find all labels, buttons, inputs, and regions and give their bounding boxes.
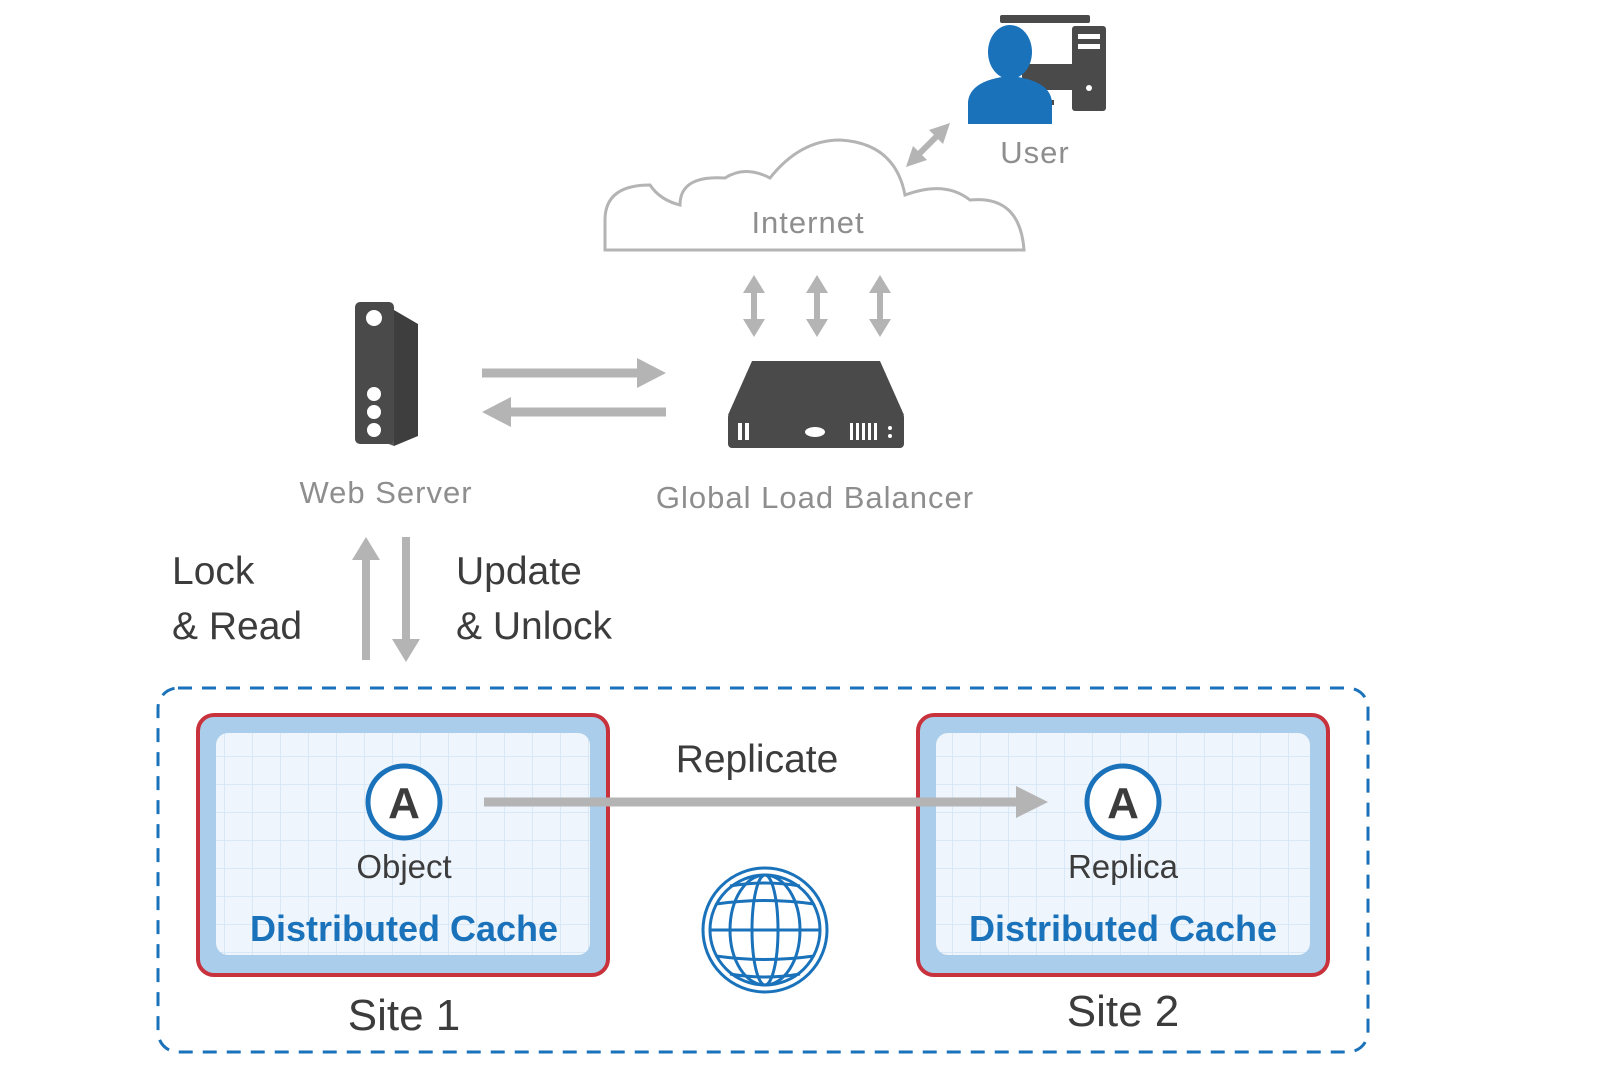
site1-object-badge-letter: A xyxy=(388,779,420,828)
load-balancer-icon xyxy=(728,361,904,448)
replicate-arrow xyxy=(484,786,1048,818)
sites-region xyxy=(156,686,1370,1054)
lock-update-arrows xyxy=(352,537,420,662)
site1-object-badge xyxy=(365,763,443,841)
site1-label: Site 1 xyxy=(348,991,461,1040)
web-server-label: Web Server xyxy=(299,475,472,510)
site2-label: Site 2 xyxy=(1067,987,1180,1036)
globe-icon xyxy=(701,866,829,994)
server-balancer-arrows xyxy=(482,358,666,427)
cloud-icon xyxy=(603,138,1026,252)
update-unlock-label-line1: Update xyxy=(456,550,582,593)
site1-object-label: Object xyxy=(356,848,451,885)
user-workstation-icon xyxy=(968,15,1106,124)
lock-read-label-line1: Lock xyxy=(172,550,255,593)
update-unlock-label-line2: & Unlock xyxy=(456,605,613,648)
global-load-balancer-label: Global Load Balancer xyxy=(656,480,974,515)
site1-cache-label: Distributed Cache xyxy=(250,908,558,949)
site2-cache-label: Distributed Cache xyxy=(969,908,1277,949)
internet-label: Internet xyxy=(751,205,864,240)
web-server-icon xyxy=(355,302,418,446)
site2-cache-box xyxy=(916,713,1330,977)
site2-replica-badge-letter: A xyxy=(1107,779,1139,828)
lock-read-label-line2: & Read xyxy=(172,605,302,648)
site2-replica-badge xyxy=(1084,763,1162,841)
site1-cache-box xyxy=(196,713,610,977)
replicate-label: Replicate xyxy=(676,738,839,781)
internet-balancer-arrows xyxy=(743,275,891,337)
user-label: User xyxy=(1000,135,1069,170)
site2-replica-label: Replica xyxy=(1068,848,1179,885)
user-internet-arrow xyxy=(906,123,950,167)
